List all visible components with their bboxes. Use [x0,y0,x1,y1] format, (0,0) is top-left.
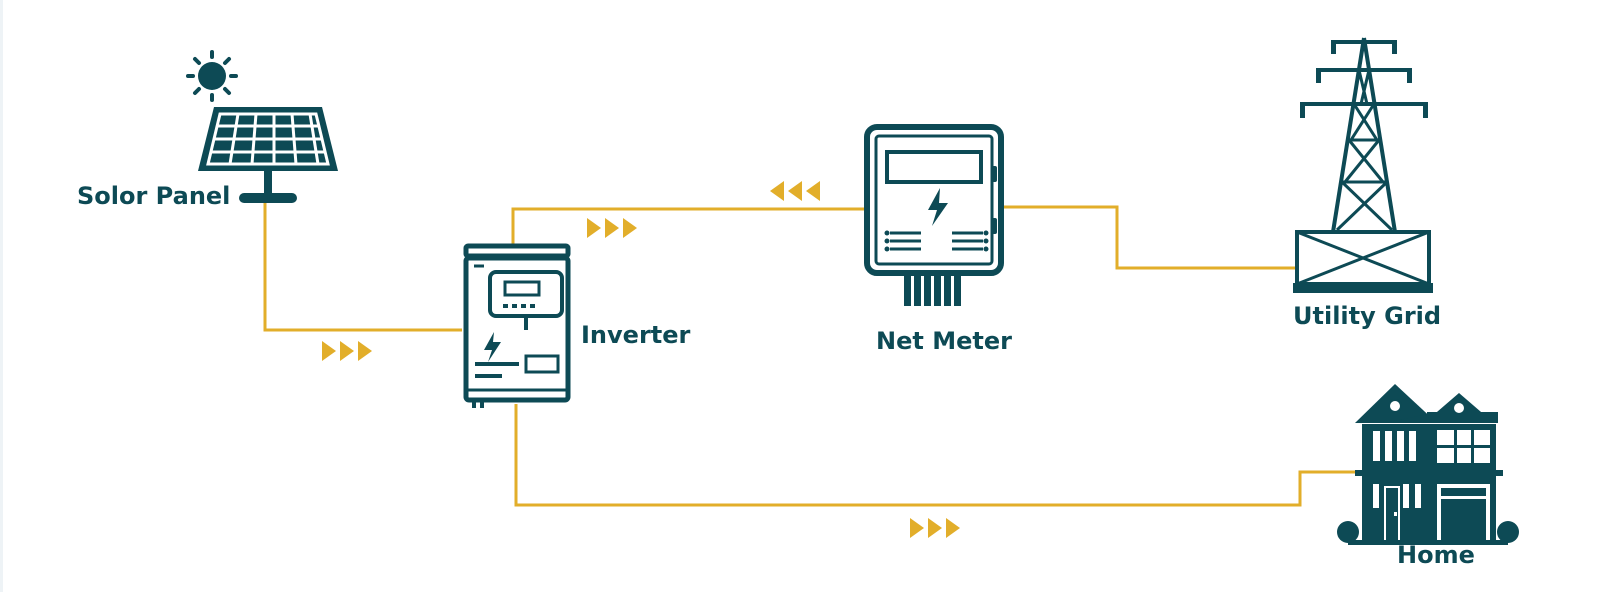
wire-inverter-to-home [514,404,1360,507]
inverter-label: Inverter [581,321,691,349]
arrow-forward [946,518,960,538]
wire-panel-to-inverter [263,200,462,332]
arrow-forward [358,341,372,361]
arrows-panel-inverter [322,341,372,361]
inverter-icon [463,243,571,408]
arrow-forward [928,518,942,538]
net-meter-label: Net Meter [876,327,1012,355]
utility-grid-label: Utility Grid [1293,302,1442,330]
home-label: Home [1397,541,1475,569]
solar-panel-label: Solor Panel [77,182,231,210]
transmission-tower-icon [1293,37,1433,293]
wire-inverter-to-meter [511,207,864,249]
arrows-inverter-home [910,518,960,538]
sun-icon [186,50,238,102]
arrow-forward [605,218,619,238]
arrow-forward [322,341,336,361]
house-icon [1337,384,1519,545]
left-edge [0,0,3,592]
wires [263,200,1360,507]
arrow-forward [623,218,637,238]
arrow-forward [587,218,601,238]
arrow-backward [788,181,802,201]
arrow-backward [770,181,784,201]
solar-panel-icon [198,107,338,203]
net-meter-icon [864,124,1004,306]
arrows-meter-inverter [770,181,820,201]
arrows-inverter-meter [587,218,637,238]
arrow-backward [806,181,820,201]
wire-meter-to-grid [1004,205,1295,270]
arrow-forward [910,518,924,538]
arrow-forward [340,341,354,361]
